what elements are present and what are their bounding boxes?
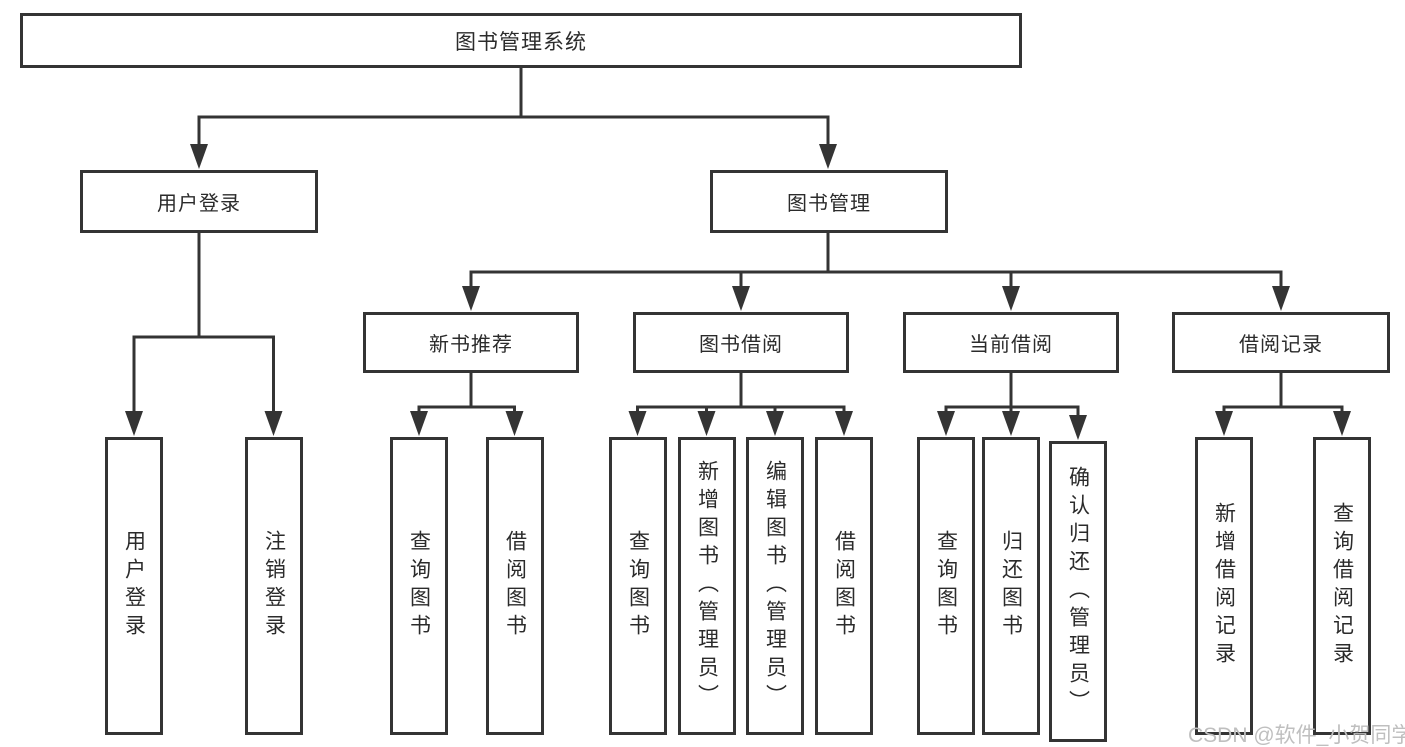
leaf-label: 借阅图书 (832, 530, 856, 642)
leaf-user-login: 用户登录 (105, 437, 163, 735)
node-label: 新书推荐 (429, 334, 513, 356)
leaf-label: 注销登录 (262, 530, 286, 642)
leaf-borrow-books-recommendation: 借阅图书 (486, 437, 544, 735)
leaf-label: 查询图书 (626, 530, 650, 642)
leaf-label: 用户登录 (122, 530, 146, 642)
node-book-borrowing: 图书借阅 (633, 312, 849, 373)
node-label: 当前借阅 (969, 334, 1053, 356)
leaf-query-books-borrowing: 查询图书 (609, 437, 667, 735)
node-label: 用户登录 (157, 193, 241, 215)
leaf-confirm-return-admin: 确认归还（管理员） (1049, 441, 1107, 742)
node-label: 图书借阅 (699, 334, 783, 356)
leaf-label: 确认归还（管理员） (1066, 465, 1090, 718)
node-user-login: 用户登录 (80, 170, 318, 233)
leaf-query-borrow-record: 查询借阅记录 (1313, 437, 1371, 735)
leaf-add-book-admin: 新增图书（管理员） (678, 437, 736, 735)
leaf-return-books: 归还图书 (982, 437, 1040, 735)
node-label: 借阅记录 (1239, 334, 1323, 356)
node-book-management: 图书管理 (710, 170, 948, 233)
leaf-logout: 注销登录 (245, 437, 303, 735)
leaf-query-books-recommendation: 查询图书 (390, 437, 448, 735)
leaf-borrow-books: 借阅图书 (815, 437, 873, 735)
leaf-label: 新增借阅记录 (1212, 502, 1236, 670)
leaf-label: 查询图书 (934, 530, 958, 642)
node-current-borrowing: 当前借阅 (903, 312, 1119, 373)
leaf-label: 查询图书 (407, 530, 431, 642)
leaf-label: 编辑图书（管理员） (763, 460, 787, 712)
csdn-watermark: CSDN @软件_小贺同学 (1188, 724, 1405, 747)
leaf-edit-book-admin: 编辑图书（管理员） (746, 437, 804, 735)
leaf-label: 借阅图书 (503, 530, 527, 642)
leaf-label: 查询借阅记录 (1330, 502, 1354, 670)
node-library-management-system: 图书管理系统 (20, 13, 1022, 68)
leaf-label: 新增图书（管理员） (695, 460, 719, 712)
leaf-label: 归还图书 (999, 530, 1023, 642)
leaf-query-books-current: 查询图书 (917, 437, 975, 735)
node-label: 图书管理系统 (455, 30, 587, 54)
node-label: 图书管理 (787, 193, 871, 215)
node-new-book-recommendation: 新书推荐 (363, 312, 579, 373)
leaf-add-borrow-record: 新增借阅记录 (1195, 437, 1253, 735)
node-borrowing-records: 借阅记录 (1172, 312, 1390, 373)
